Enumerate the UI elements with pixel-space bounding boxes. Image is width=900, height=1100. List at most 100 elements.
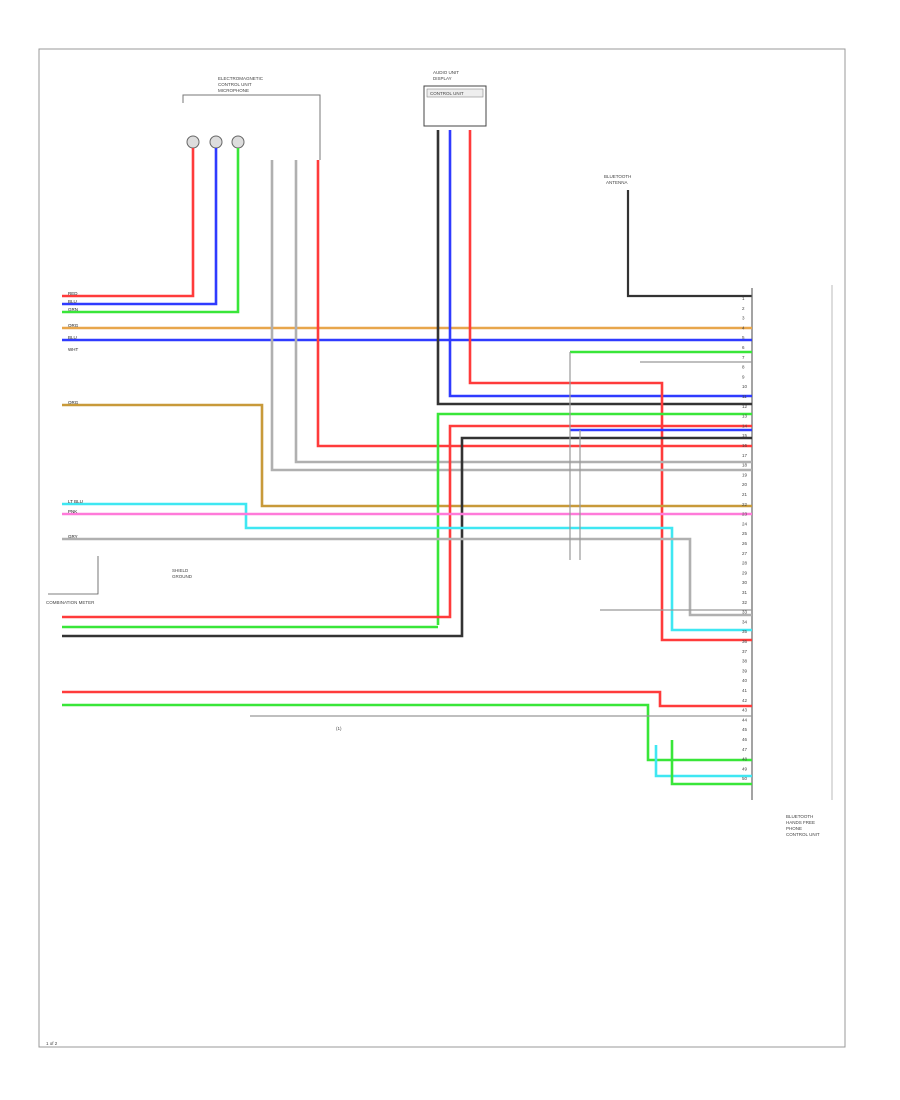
pin-number: 8 [742,365,745,370]
wire-color-label: BLU [68,335,77,340]
wire-gray [62,537,752,617]
pin-number: 16 [742,443,748,448]
antenna: BLUETOOTH ANTENNA [604,174,752,298]
wire-color-label: PNK [68,509,77,514]
pin-number: 14 [742,423,748,428]
wire-black [62,436,752,638]
pin-number: 45 [742,727,748,732]
right-unit-label-1: BLUETOOTH [786,814,813,819]
right-unit-label-2: HANDS FREE [786,820,815,825]
display-unit-label-2: DISPLAY [433,76,452,81]
pin-number: 32 [742,600,748,605]
pin-number: 47 [742,747,748,752]
antenna-label-1: BLUETOOTH [604,174,631,179]
pin-numbers: 1234567891011121314151617181920212223242… [68,291,748,781]
wire-black [436,130,752,406]
wire-green [670,740,752,786]
wire-red [468,130,752,642]
pin-number: 10 [742,384,748,389]
microphone-unit-label-3: MICROPHONE [218,88,249,93]
wire-tan [62,403,752,508]
pin-number: 13 [742,414,748,419]
connector-circle [231,135,245,149]
wire-gray [294,160,752,464]
wire-color-label: ORG [68,400,79,405]
pin-number: 42 [742,698,748,703]
pin-number: 5 [742,335,745,340]
right-connector: BLUETOOTH HANDS FREE PHONE CONTROL UNIT [751,285,833,837]
pin-number: 26 [742,541,748,546]
wire-color-label: ORG [68,323,79,328]
pin-number: 41 [742,688,748,693]
pin-number: 50 [742,776,748,781]
connector-circle [209,135,223,149]
wire-color-label: GRN [68,307,78,312]
pin-number: 40 [742,678,748,683]
pin-number: 34 [742,619,748,624]
pin-number: 44 [742,717,748,722]
pin-number: 4 [742,325,745,330]
pin-number: 2 [742,306,745,311]
pin-number: 23 [742,512,748,517]
wire-blue [448,130,752,398]
page-footer-code: 1 of 2 [46,1041,58,1046]
pin-number: 36 [742,639,748,644]
pin-number: 49 [742,766,748,771]
pin-number: 39 [742,668,748,673]
pin-number: 22 [742,502,748,507]
pin-number: 3 [742,316,745,321]
pin-number: 30 [742,580,748,585]
pin-number: 12 [742,404,748,409]
wire-gray [270,160,752,472]
microphone-unit-label-2: CONTROL UNIT [218,82,252,87]
pin-number: 17 [742,453,748,458]
connector-circle [186,135,200,149]
pin-number: 15 [742,433,748,438]
combination-meter-label: COMBINATION METER [46,600,95,605]
microphone-unit: ELECTROMAGNETIC CONTROL UNIT MICROPHONE [182,76,321,160]
wire-red [62,148,195,298]
pin-number: 33 [742,610,748,615]
pin-number: 46 [742,737,748,742]
pin-number: 35 [742,629,748,634]
pin-number: 48 [742,757,748,762]
ground-box-label-2: GROUND [172,574,193,579]
wire-color-label: GRY [68,534,78,539]
wires [62,130,752,786]
pin-number: 11 [742,394,747,399]
ground-box-label-1: SHIELD [172,568,189,573]
wire-blue [62,148,218,306]
pin-number: 29 [742,570,748,575]
display-unit-label-3: CONTROL UNIT [430,91,464,96]
pin-number: 9 [742,374,745,379]
right-unit-label-3: PHONE [786,826,802,831]
pin-number: 20 [742,482,748,487]
pin-number: 31 [742,590,748,595]
pin-number: 21 [742,492,748,497]
wire-green [62,703,752,762]
pin-number: 25 [742,531,748,536]
right-unit-label-4: CONTROL UNIT [786,832,820,837]
pin-number: 24 [742,521,748,526]
pin-number: 37 [742,649,748,654]
pin-number: 7 [742,355,745,360]
wire-red [62,424,752,619]
page-frame [38,48,846,1048]
display-unit-label-1: AUDIO UNIT [433,70,459,75]
wire-green [436,412,752,625]
pin-number: 27 [742,551,748,556]
microphone-unit-label-1: ELECTROMAGNETIC [218,76,264,81]
pin-number: 19 [742,472,748,477]
wire-green [62,148,240,314]
pin-number: 6 [742,345,745,350]
wire-red [62,690,752,708]
wire-color-label: LT BLU [68,499,83,504]
wire-cyan [654,745,752,778]
pin-number: 1 [742,296,745,301]
wire-cyan [62,502,752,632]
pin-number: 43 [742,708,748,713]
pin-number: 38 [742,659,748,664]
bottom-connector-label: (1) [336,726,342,731]
wire-color-label: BLU [68,299,77,304]
